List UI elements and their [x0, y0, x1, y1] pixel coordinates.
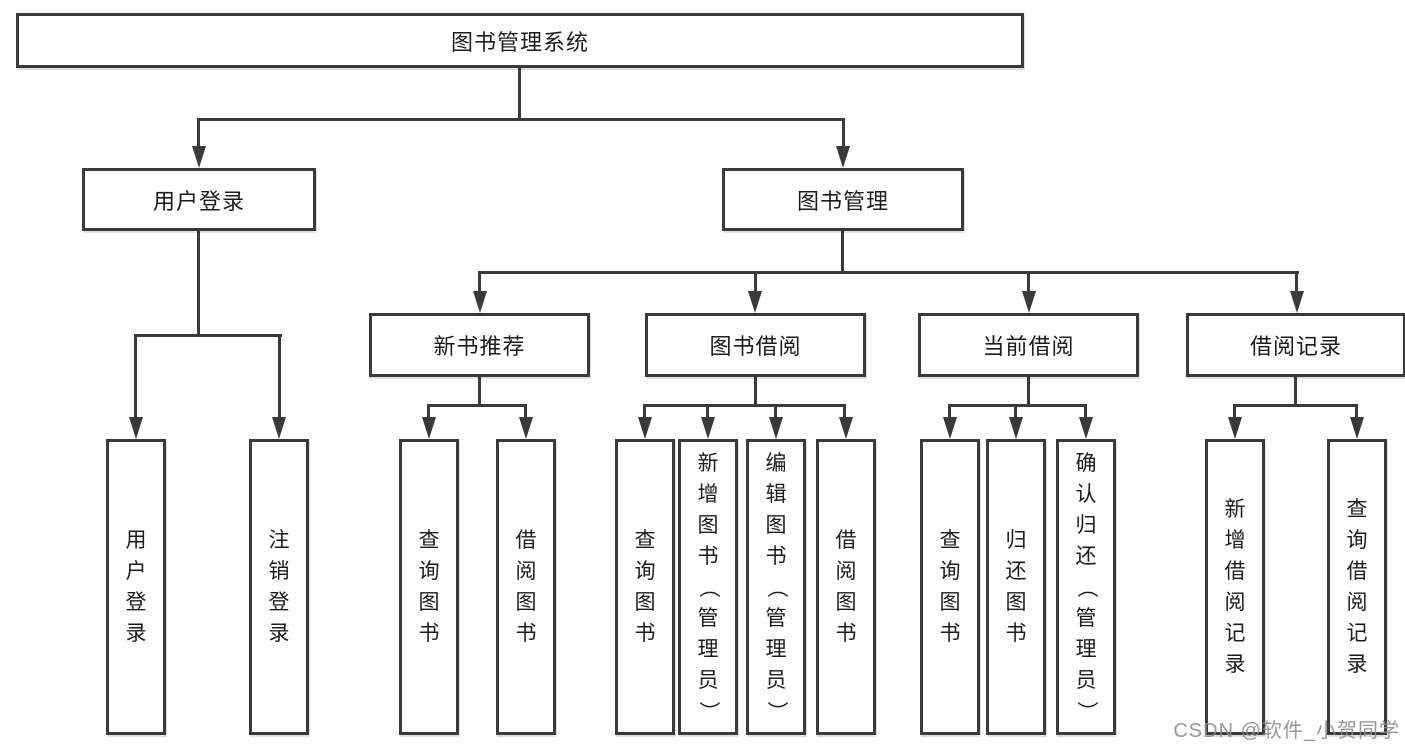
connector-stem [478, 271, 481, 293]
arrowhead [836, 146, 850, 168]
connector-hline [643, 404, 846, 407]
leaf-label: 查询借阅记录 [1346, 498, 1368, 676]
node-library-management-system: 图书管理系统 [16, 13, 1024, 68]
leaf-query-books-recommend: 查询图书 [399, 439, 459, 735]
leaf-borrow-books: 借阅图书 [816, 439, 876, 735]
arrowhead [519, 417, 533, 439]
connector-stem [843, 404, 846, 420]
node-label: 借阅记录 [1249, 334, 1342, 359]
arrowhead [1079, 417, 1093, 439]
arrowhead [473, 291, 487, 313]
node-book-management: 图书管理 [722, 168, 964, 231]
leaf-label: 编辑图书（管理员） [764, 451, 788, 722]
leaf-label: 确认归还（管理员） [1074, 451, 1098, 722]
node-label: 新书推荐 [433, 334, 526, 359]
leaf-edit-books-admin: 编辑图书（管理员） [746, 439, 806, 735]
connector-stem [134, 334, 137, 418]
connector-level3-hline [478, 271, 1299, 274]
connector-hline [427, 404, 526, 407]
arrowhead [701, 417, 715, 439]
connector-stem [1014, 404, 1017, 420]
connector-trunk [478, 377, 481, 406]
node-label: 图书管理 [796, 188, 889, 214]
node-label: 图书管理系统 [450, 29, 589, 55]
connector-level1-hline [197, 118, 845, 121]
connector-stem [524, 404, 527, 420]
connector-stem [427, 404, 430, 420]
node-label: 用户登录 [152, 188, 245, 214]
leaf-query-borrow-record: 查询借阅记录 [1327, 439, 1387, 735]
connector-stem [1027, 271, 1030, 293]
leaf-label: 新增图书（管理员） [696, 451, 720, 722]
connector-stem [1084, 404, 1087, 420]
connector-stem [643, 404, 646, 420]
connector-hline [1233, 404, 1357, 407]
connector-stem [754, 271, 757, 293]
leaf-borrow-books-recommend: 借阅图书 [496, 439, 556, 735]
leaf-add-borrow-record: 新增借阅记录 [1205, 439, 1265, 735]
leaf-query-books-borrowing: 查询图书 [615, 439, 675, 735]
arrowhead [769, 417, 783, 439]
arrowhead [1228, 417, 1242, 439]
arrowhead [1022, 291, 1036, 313]
connector-stem [706, 404, 709, 420]
leaf-user-login: 用户登录 [106, 439, 166, 735]
connector-book-management-trunk [841, 231, 844, 273]
arrowhead [638, 417, 652, 439]
arrowhead [943, 417, 957, 439]
leaf-label: 归还图书 [1005, 529, 1027, 645]
arrowhead [422, 417, 436, 439]
leaf-label: 借阅图书 [515, 529, 537, 645]
leaf-query-books-current: 查询图书 [920, 439, 980, 735]
node-user-login: 用户登录 [82, 168, 316, 231]
arrowhead [192, 146, 206, 168]
leaf-logout: 注销登录 [249, 439, 309, 735]
connector-stem [842, 118, 845, 146]
leaf-label: 借阅图书 [835, 529, 857, 645]
node-new-book-recommend: 新书推荐 [369, 313, 590, 377]
connector-stem [774, 404, 777, 420]
connector-trunk [1027, 377, 1030, 406]
arrowhead [129, 417, 143, 439]
leaf-label: 查询图书 [418, 529, 440, 645]
arrowhead [1290, 291, 1304, 313]
node-book-borrowing: 图书借阅 [645, 313, 866, 377]
connector-trunk [754, 377, 757, 406]
node-label: 当前借阅 [982, 334, 1075, 359]
connector-root-trunk [518, 68, 521, 120]
leaf-label: 新增借阅记录 [1224, 498, 1246, 676]
connector-trunk [1294, 377, 1297, 406]
connector-stem [1233, 404, 1236, 420]
arrowhead [1350, 417, 1364, 439]
arrowhead [1009, 417, 1023, 439]
arrowhead [272, 417, 286, 439]
connector-user-login-hline [134, 334, 282, 337]
leaf-return-books: 归还图书 [986, 439, 1046, 735]
arrowhead [839, 417, 853, 439]
connector-stem [197, 118, 200, 146]
arrowhead [748, 291, 762, 313]
csdn-watermark: CSDN @软件_小贺同学 [1173, 720, 1400, 742]
leaf-add-books-admin: 新增图书（管理员） [678, 439, 738, 735]
leaf-label: 查询图书 [939, 529, 961, 645]
node-label: 图书借阅 [709, 334, 802, 359]
node-current-borrowing: 当前借阅 [918, 313, 1139, 377]
connector-stem [278, 334, 281, 418]
leaf-confirm-return-admin: 确认归还（管理员） [1056, 439, 1116, 735]
leaf-label: 用户登录 [125, 529, 147, 645]
connector-user-login-trunk [197, 231, 200, 337]
leaf-label: 查询图书 [634, 529, 656, 645]
connector-stem [948, 404, 951, 420]
connector-hline [948, 404, 1086, 407]
node-borrowing-records: 借阅记录 [1186, 313, 1405, 377]
connector-stem [1355, 404, 1358, 420]
connector-stem [1295, 271, 1298, 293]
leaf-label: 注销登录 [268, 529, 290, 645]
